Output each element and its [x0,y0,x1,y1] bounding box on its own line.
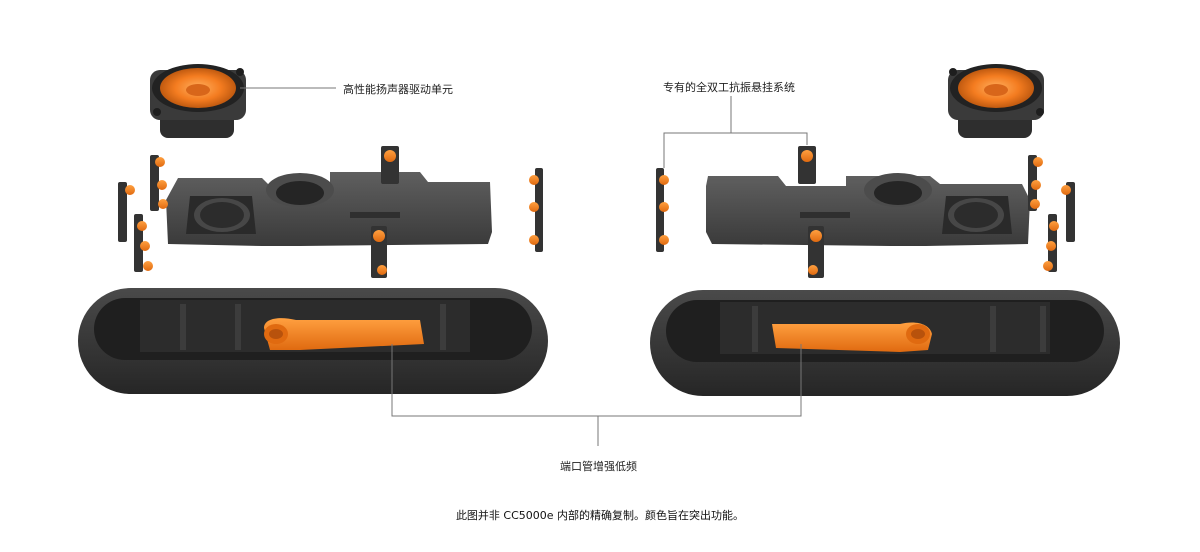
right-mounting-plate [706,173,1030,246]
right-speaker-driver [948,64,1044,138]
suspension-callout-line [663,132,808,168]
suspension-label: 专有的全双工抗振悬挂系统 [663,81,795,94]
driver-label: 高性能扬声器驱动单元 [343,83,453,96]
callout-lines [240,87,808,446]
left-bottom-housing [78,288,548,394]
left-speaker-driver [150,64,246,138]
port-label: 端口管增强低频 [560,460,637,473]
left-suspension-mounts [118,146,543,278]
right-suspension-mounts [656,146,1075,278]
left-mounting-plate [166,172,492,246]
port-callout-line [391,344,802,417]
disclaimer-caption: 此图并非 CC5000e 内部的精确复制。颜色旨在突出功能。 [455,509,745,522]
right-bottom-housing [650,290,1120,396]
